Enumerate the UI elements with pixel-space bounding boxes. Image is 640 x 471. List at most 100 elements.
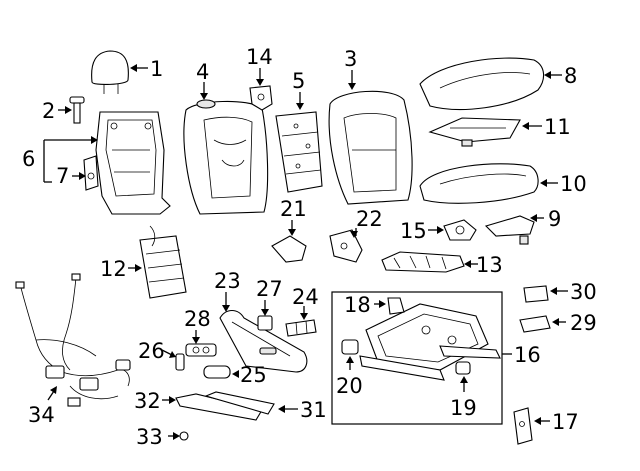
callout-15: 15	[400, 219, 427, 243]
part-13-cushion-springs[interactable]	[381, 251, 465, 273]
leader-1	[130, 64, 148, 72]
part-10-cushion-pad[interactable]	[419, 163, 539, 204]
part-18-latch[interactable]	[387, 297, 405, 315]
part-16-seat-adjuster[interactable]	[359, 303, 501, 381]
callout-32: 32	[134, 389, 161, 413]
callout-34: 34	[28, 403, 55, 427]
callout-2: 2	[42, 99, 55, 123]
leader-6	[43, 136, 98, 183]
callout-28: 28	[184, 307, 211, 331]
leader-13	[464, 260, 478, 268]
leader-29	[552, 318, 566, 326]
leader-11	[522, 122, 542, 130]
part-20-motor[interactable]	[341, 339, 359, 355]
part-24-switch[interactable]	[285, 319, 317, 337]
part-7-recliner-handle[interactable]	[83, 155, 99, 191]
leader-9	[530, 214, 544, 222]
leader-25	[232, 370, 239, 378]
part-16-group-frame	[331, 291, 503, 425]
part-4-seatback-pad[interactable]	[183, 99, 269, 215]
part-8-cushion-cover[interactable]	[419, 57, 545, 111]
part-9-cover-panel[interactable]	[484, 215, 535, 245]
part-5-lumbar-panel[interactable]	[275, 111, 323, 193]
callout-12: 12	[100, 257, 127, 281]
part-14-clip[interactable]	[249, 85, 273, 111]
part-12-lumbar-frame[interactable]	[139, 225, 187, 299]
part-1-headrest[interactable]	[91, 50, 129, 94]
callout-13: 13	[476, 253, 503, 277]
callout-5: 5	[292, 69, 305, 93]
callout-17: 17	[552, 410, 579, 434]
leader-5	[296, 92, 304, 110]
part-33-fastener[interactable]	[179, 431, 189, 441]
callout-1: 1	[150, 57, 163, 81]
callout-9: 9	[548, 207, 561, 231]
leader-10	[540, 179, 558, 187]
part-11-heater-pad[interactable]	[428, 117, 521, 147]
callout-18: 18	[344, 293, 371, 317]
callout-31: 31	[300, 398, 327, 422]
part-23-side-shield[interactable]	[219, 309, 308, 373]
part-32-trim[interactable]	[175, 393, 263, 421]
leader-23	[222, 292, 230, 312]
callout-4: 4	[196, 60, 209, 84]
leader-26	[161, 349, 176, 358]
leader-14	[256, 68, 264, 86]
callout-8: 8	[564, 64, 577, 88]
leader-12	[128, 264, 142, 272]
part-30-bracket[interactable]	[523, 285, 549, 303]
leader-3	[348, 70, 356, 90]
part-19-motor[interactable]	[455, 361, 471, 375]
leader-7	[72, 172, 86, 180]
leader-31	[278, 405, 298, 413]
callout-23: 23	[214, 269, 241, 293]
callout-29: 29	[570, 311, 597, 335]
leader-2	[58, 106, 72, 114]
leader-27	[261, 300, 269, 316]
leader-33	[168, 432, 180, 440]
callout-27: 27	[256, 277, 283, 301]
callout-6: 6	[22, 147, 35, 171]
leader-15	[428, 226, 444, 234]
callout-7: 7	[56, 164, 69, 188]
part-17-bracket[interactable]	[513, 407, 533, 445]
leader-4	[200, 82, 208, 100]
callout-10: 10	[560, 172, 587, 196]
callout-21: 21	[280, 197, 307, 221]
part-15-sensor-module[interactable]	[443, 219, 477, 241]
part-34-wiring-harness[interactable]	[15, 273, 131, 407]
callout-16: 16	[514, 343, 541, 367]
leader-24	[300, 306, 308, 320]
leader-32	[162, 396, 176, 404]
callout-3: 3	[344, 47, 357, 71]
leader-8	[544, 71, 562, 79]
part-3-seatback-cover[interactable]	[328, 90, 413, 205]
leader-28	[192, 330, 200, 344]
callout-33: 33	[136, 425, 163, 449]
part-6-seatback-frame[interactable]	[95, 111, 171, 215]
part-31-trim[interactable]	[204, 391, 275, 415]
callout-25: 25	[240, 363, 267, 387]
part-25-knob[interactable]	[203, 365, 231, 379]
leader-30	[550, 287, 568, 295]
leader-22	[350, 228, 358, 238]
callout-11: 11	[544, 115, 571, 139]
leader-17	[534, 417, 550, 425]
callout-30: 30	[570, 280, 597, 304]
part-28-switch-bezel[interactable]	[185, 343, 217, 357]
leader-21	[288, 220, 296, 236]
callout-22: 22	[356, 207, 383, 231]
part-2-headrest-guide[interactable]	[69, 96, 85, 124]
leader-34	[47, 386, 57, 401]
callout-19: 19	[450, 396, 477, 420]
part-29-cover[interactable]	[519, 315, 551, 333]
part-22-bracket[interactable]	[329, 229, 363, 263]
callout-26: 26	[138, 339, 165, 363]
part-21-bracket[interactable]	[271, 235, 307, 263]
leader-18	[374, 300, 386, 308]
part-27-knob[interactable]	[257, 315, 273, 331]
callout-14: 14	[246, 45, 273, 69]
callout-20: 20	[336, 374, 363, 398]
part-26-cap[interactable]	[175, 353, 185, 371]
